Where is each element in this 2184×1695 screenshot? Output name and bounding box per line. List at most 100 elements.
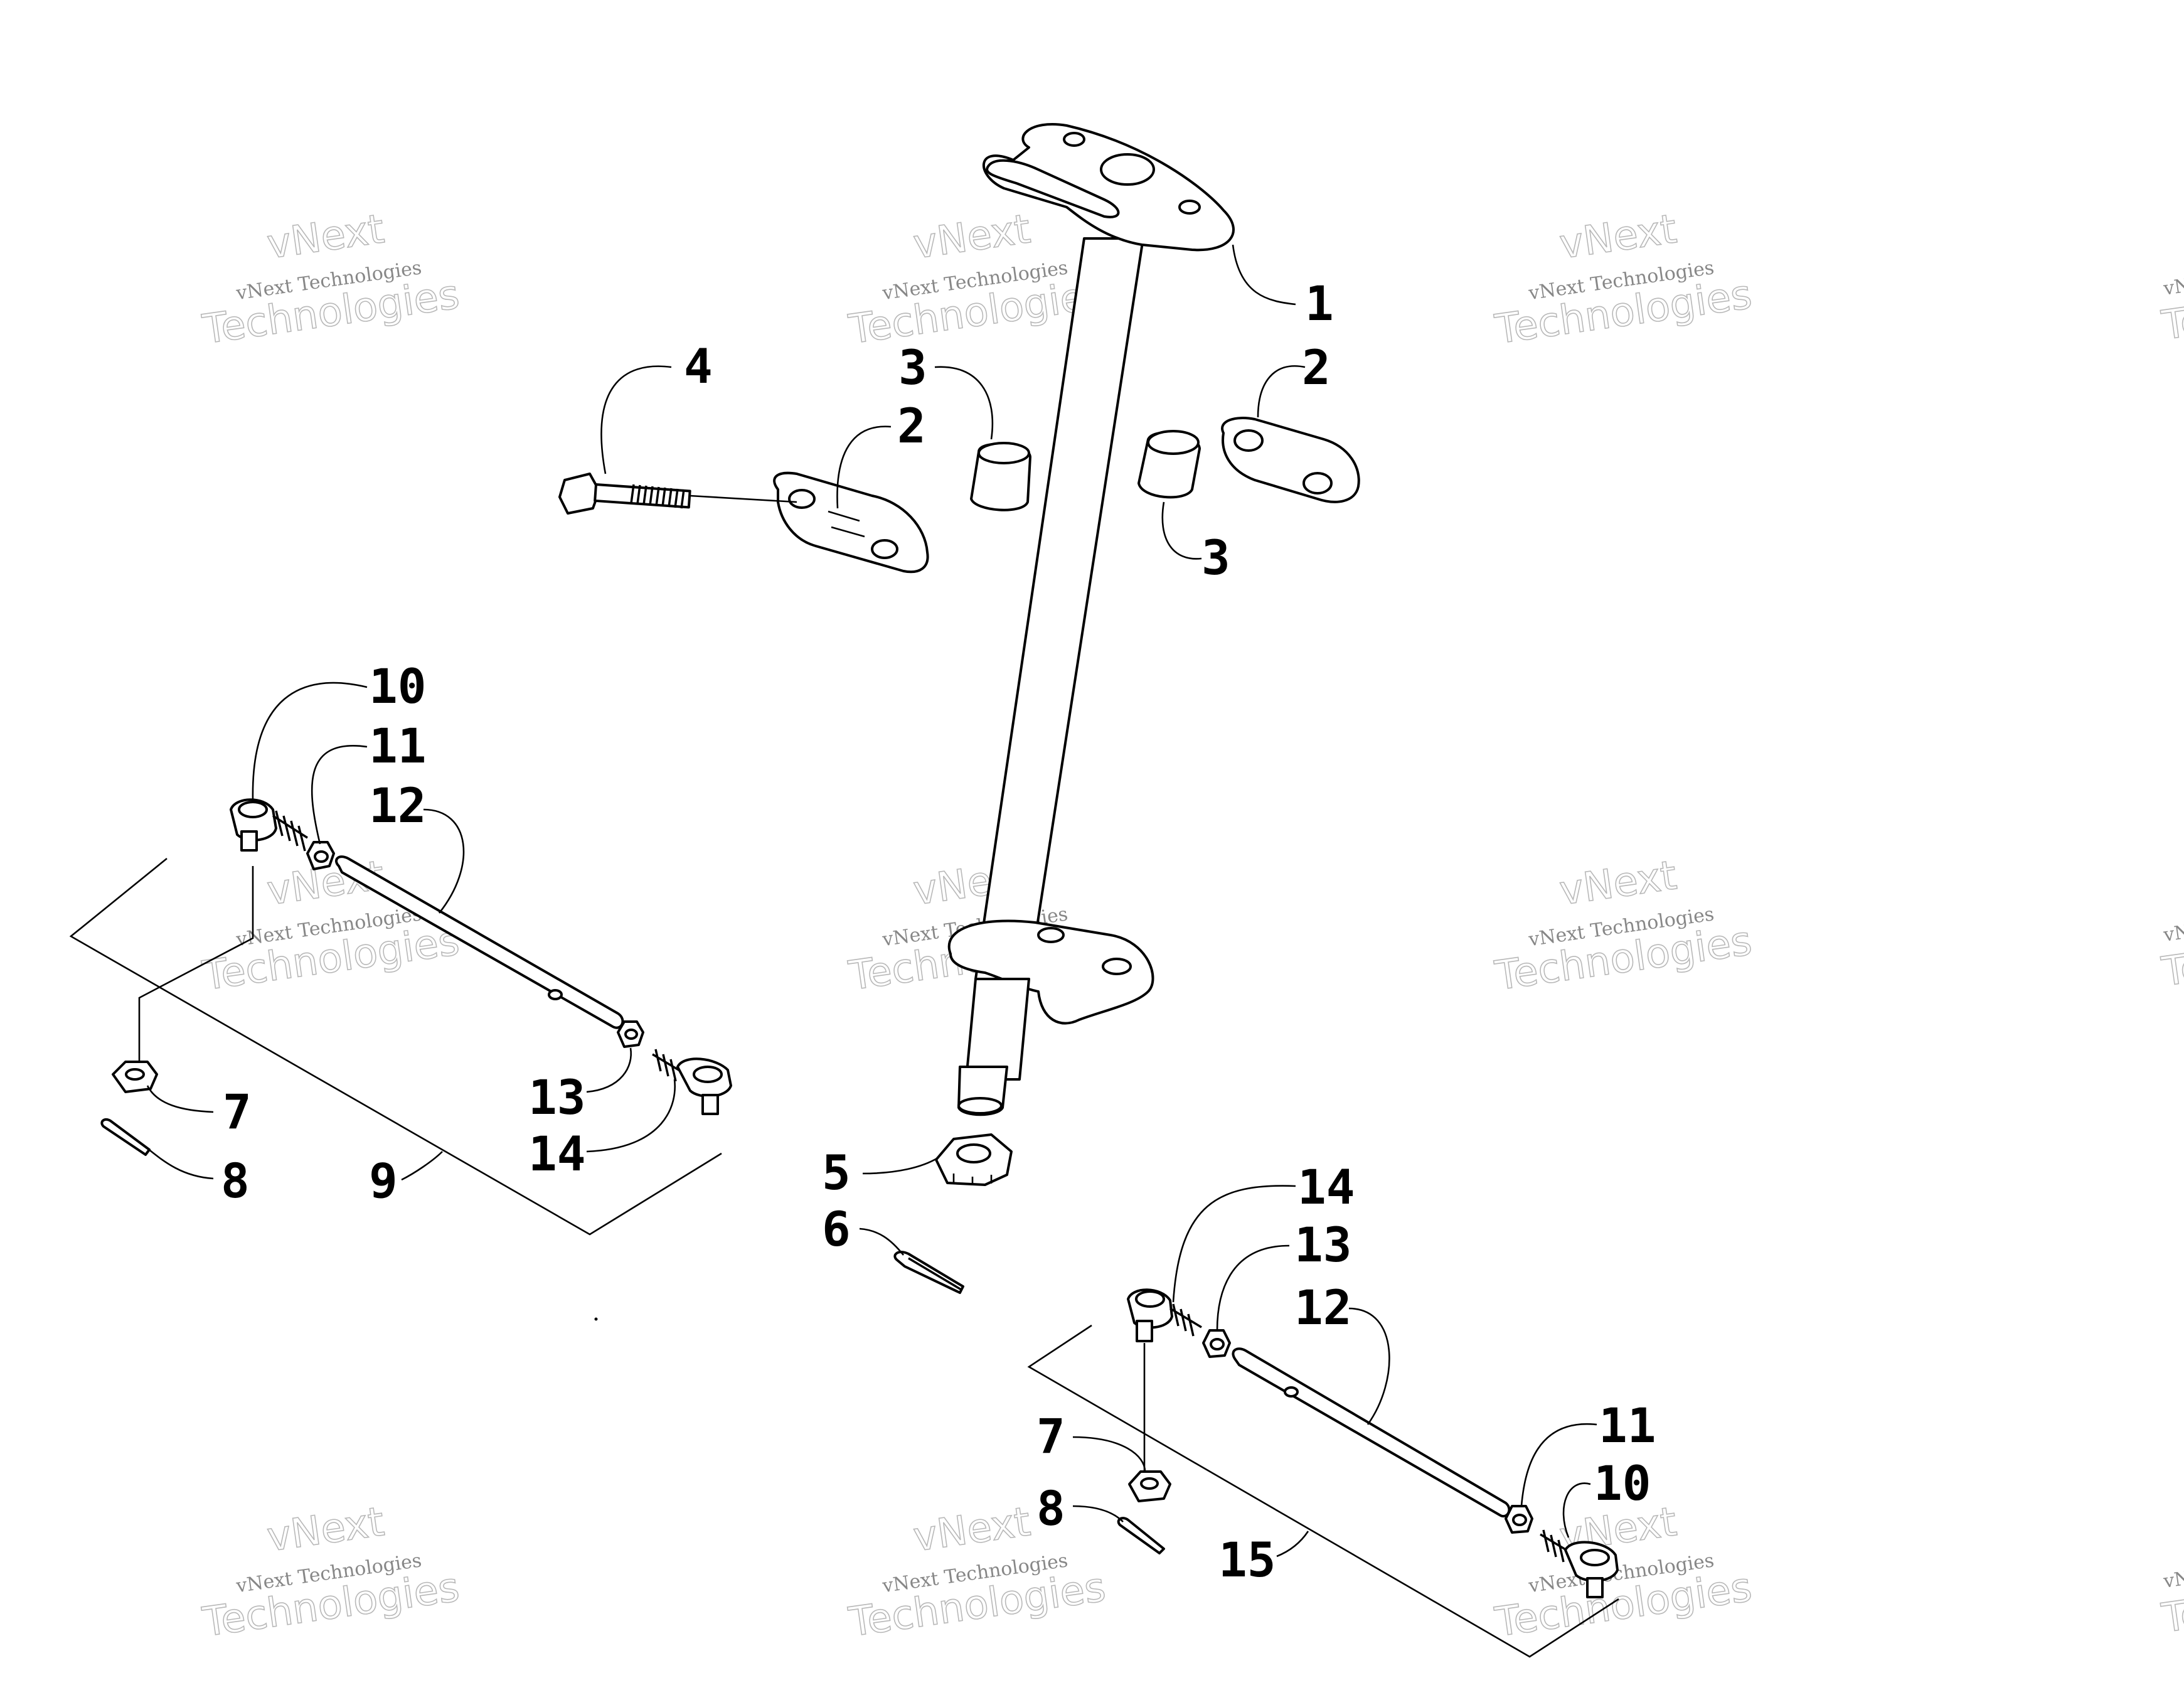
callout-10: 10 [369, 658, 427, 714]
clamp-hole [788, 489, 816, 509]
callout-11: 11 [369, 718, 427, 774]
watermark: vNext vNext Technologies Technologies [199, 205, 462, 354]
watermark: vNext Technologies Technologies [2158, 1545, 2184, 1643]
stud-center-line [138, 866, 254, 1067]
leader-10a [252, 682, 368, 801]
steering-post-arm-hole [1102, 958, 1132, 975]
leader-3a [934, 366, 994, 440]
leader-2b [1257, 365, 1306, 418]
callout-2: 2 [897, 398, 926, 454]
callout-12: 12 [369, 778, 427, 833]
steering-post-arm-hole [1037, 927, 1065, 943]
lock-nut-hole [125, 1068, 145, 1081]
callout-7: 7 [223, 1084, 252, 1140]
callout-11: 11 [1599, 1398, 1656, 1453]
watermark-mid: vNext Technologies [2161, 899, 2184, 946]
watermark: vNext vNext Technologies Technologies [1491, 205, 1755, 354]
callout-1: 1 [1305, 275, 1334, 331]
callout-5: 5 [822, 1145, 851, 1200]
callout-8: 8 [221, 1153, 250, 1209]
leader-13b [1216, 1244, 1290, 1331]
steering-post [947, 123, 1235, 1116]
bushing-left [970, 442, 1031, 511]
bolt-head [558, 473, 600, 515]
tie-rod-end-eye [1135, 1290, 1165, 1308]
clamp-body [773, 471, 929, 574]
callout-7: 7 [1036, 1408, 1065, 1464]
watermark: vNext vNext Technologies Technologies [845, 205, 1109, 354]
tie-rod-end-thread [1540, 1529, 1572, 1563]
steering-post-spindle [965, 978, 1030, 1081]
bolt-to-clamp-line [690, 495, 797, 503]
leader-4 [600, 365, 672, 474]
bushing-top [977, 442, 1030, 464]
steering-post-spindle-end [957, 1097, 1003, 1115]
callout-4: 4 [684, 338, 713, 394]
callout-10: 10 [1594, 1455, 1651, 1511]
leader-14a [586, 1079, 676, 1153]
tie-rod-end-stud [1136, 1320, 1153, 1342]
callout-8: 8 [1036, 1480, 1065, 1536]
clamp-bolt [558, 473, 797, 515]
leader-11b [1520, 1423, 1597, 1507]
tie-rod-end-stud [701, 1094, 719, 1115]
watermark: vNext vNext Technologies Technologies [199, 1498, 462, 1647]
leader-8a [147, 1147, 214, 1180]
jam-nut-hole [314, 850, 329, 863]
bolt-shank [594, 483, 691, 509]
callout-14: 14 [1297, 1159, 1355, 1215]
tie-rod-end-thread [1169, 1303, 1202, 1337]
jam-nut-hole [1512, 1514, 1527, 1526]
cotter-pin [100, 1118, 151, 1156]
leader-9 [401, 1151, 443, 1181]
callout-2: 2 [1302, 340, 1331, 395]
watermark-mid: vNext Technologies [2161, 252, 2184, 300]
watermark: vNext Technologies Technologies [2158, 252, 2184, 350]
steering-post-shaft [974, 237, 1144, 980]
bushing-top [1147, 430, 1200, 455]
tie-rod [1232, 1347, 1511, 1517]
watermark-top: vNext [1557, 852, 1679, 914]
bolt-threads [630, 484, 685, 509]
tie-rod-end-eye [238, 801, 268, 818]
tie-rod-assembly-left [69, 798, 732, 1236]
jam-nut-hole [624, 1029, 638, 1040]
leader-14b [1172, 1185, 1296, 1303]
clamp-saddle-line [828, 510, 865, 538]
assembly-outline [1027, 1324, 1619, 1658]
watermark-top: vNext [264, 206, 386, 268]
tie-rod-end-stud [1586, 1577, 1604, 1598]
leader-15 [1276, 1531, 1309, 1558]
leader-12b [1348, 1307, 1390, 1425]
callout-12: 12 [1294, 1280, 1352, 1335]
castle-nut-slots [952, 1174, 993, 1185]
clamp-hole [1233, 429, 1264, 452]
leader-5 [862, 1157, 939, 1175]
tie-rod-end-stud [240, 830, 258, 852]
watermark: vNext vNext Technologies Technologies [1491, 852, 1755, 1000]
leader-1 [1232, 244, 1296, 306]
tie-rod-end-thread [272, 810, 308, 852]
steering-post-top-hole [1178, 200, 1201, 215]
leader-7b [1072, 1436, 1146, 1472]
leader-7a [146, 1085, 214, 1113]
callout-3: 3 [898, 340, 927, 395]
watermark-top: vNext [910, 1499, 1033, 1561]
lock-nut-hole [1140, 1477, 1159, 1490]
tie-rod-end-thread [652, 1049, 684, 1082]
cotter-pin [893, 1251, 964, 1294]
callout-6: 6 [822, 1201, 851, 1257]
steering-post-top-plate-slot [986, 159, 1120, 218]
clamp-hole [1302, 472, 1333, 495]
watermark: vNext Technologies Technologies [2158, 899, 2184, 997]
watermark-top: vNext [264, 1499, 386, 1561]
castle-nut [935, 1133, 1013, 1186]
stray-dot [594, 1317, 598, 1321]
watermark-grid: vNext vNext Technologies Technologies vN… [199, 205, 2184, 1647]
callout-13: 13 [528, 1069, 586, 1125]
tie-rod-flat [548, 989, 563, 1000]
cotter-pin-split [908, 1257, 962, 1291]
tie-rod [335, 855, 624, 1029]
cotter-pin-body [893, 1251, 964, 1294]
